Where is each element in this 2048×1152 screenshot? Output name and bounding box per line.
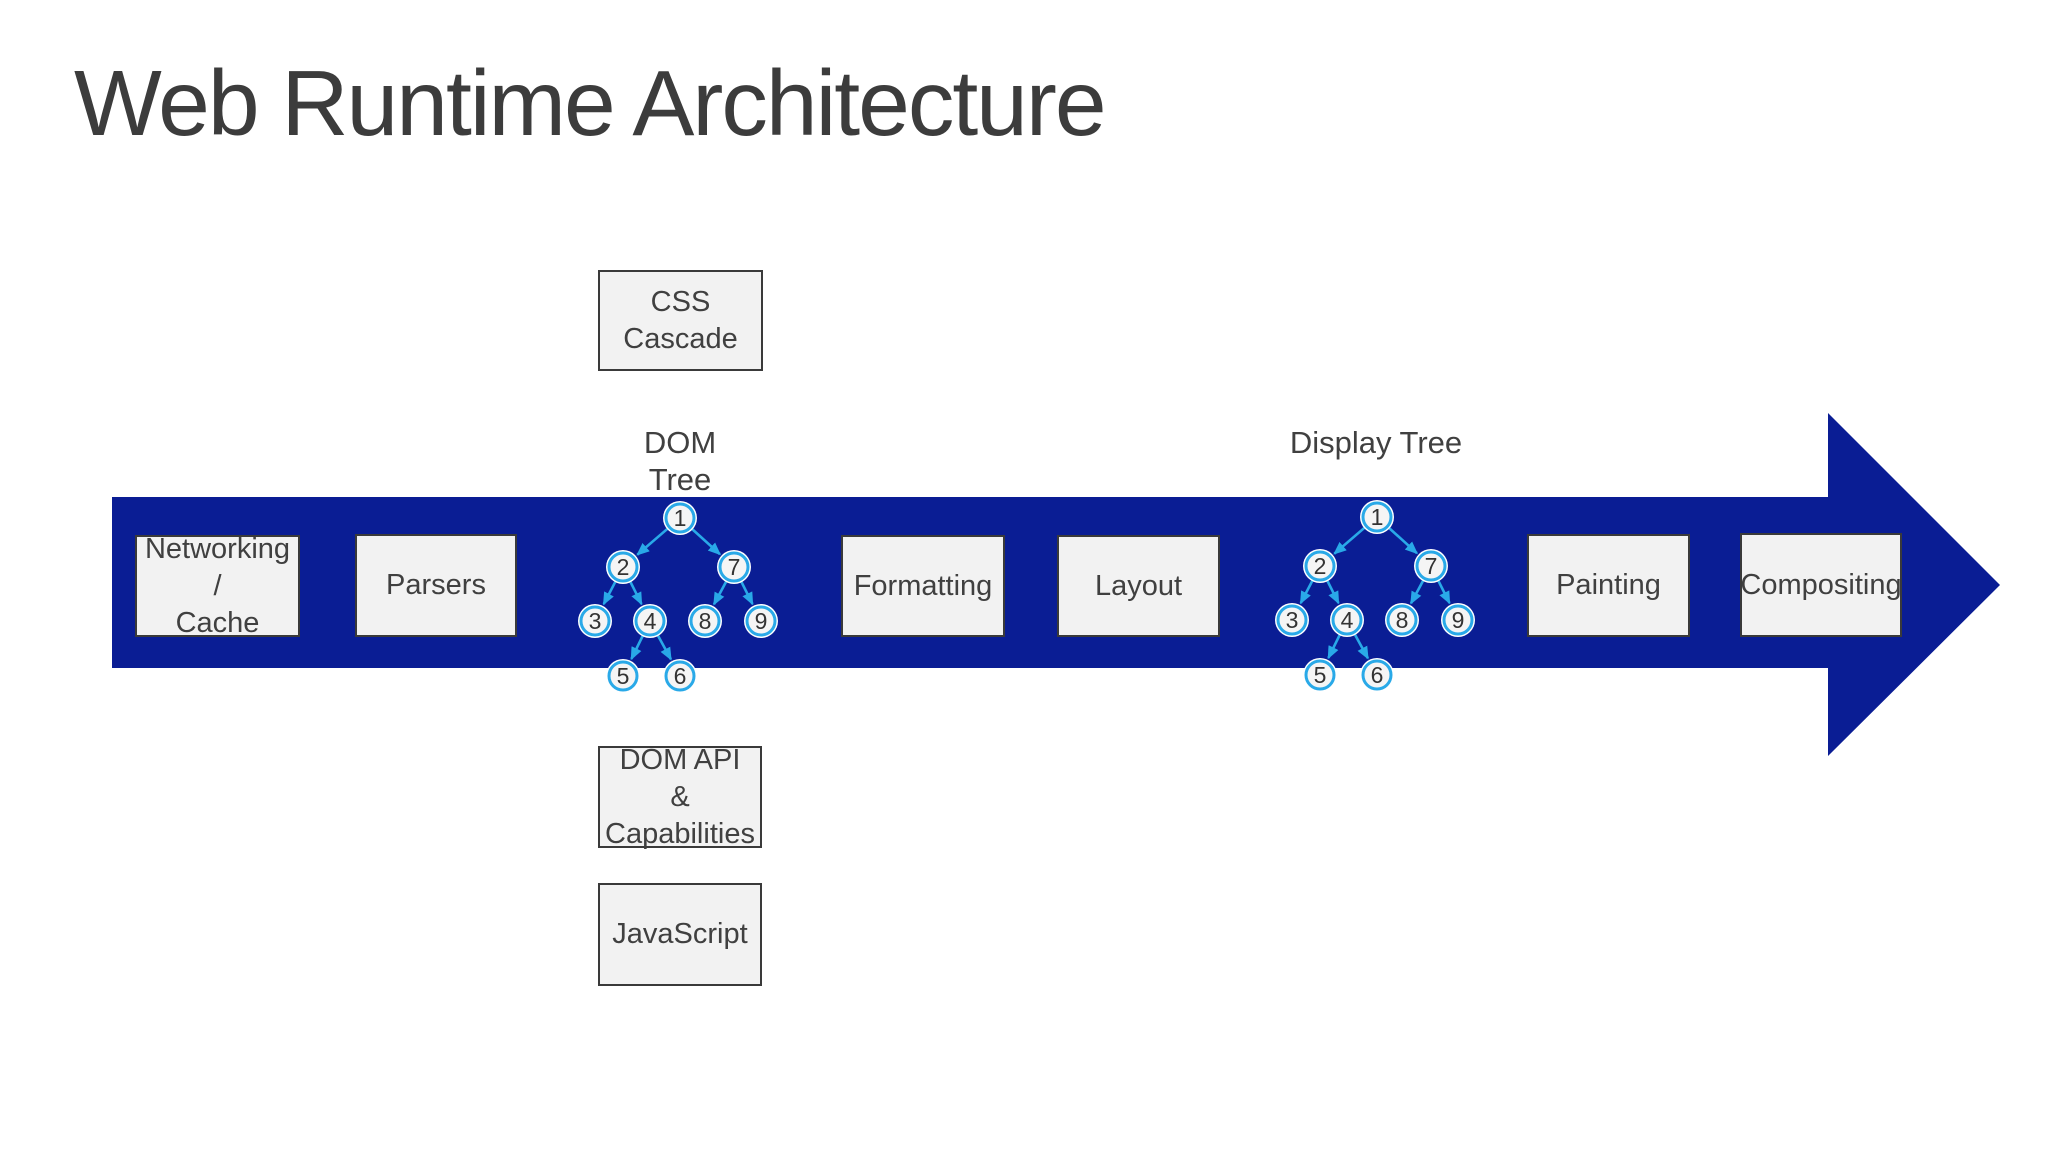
- display-tree-edge-2-3: [1299, 578, 1315, 605]
- display-tree-node-5: [1304, 659, 1336, 691]
- display-tree-node-3: [1276, 604, 1308, 636]
- display-tree-node-6: [1361, 659, 1393, 691]
- display-tree-node-number-2: 2: [1314, 553, 1327, 579]
- side-box-css-cascade: CSS Cascade: [598, 270, 763, 371]
- dom-tree-node-3: [579, 605, 611, 637]
- dom-tree-edge-7-8: [712, 579, 729, 606]
- display-tree-node-9: [1442, 604, 1474, 636]
- dom-tree-node-number-7: 7: [728, 554, 741, 580]
- dom-tree-node-5: [607, 660, 639, 692]
- display-tree-node-4: [1331, 604, 1363, 636]
- stage-box-compositing: Compositing: [1740, 533, 1902, 637]
- dom-tree-node-number-4: 4: [644, 608, 657, 634]
- dom-tree-node-1: [664, 502, 696, 534]
- display-tree-node-number-6: 6: [1371, 662, 1384, 688]
- stage-box-networking-cache: Networking / Cache: [135, 533, 300, 639]
- dom-tree-label: DOM Tree: [643, 425, 717, 497]
- dom-tree-node-number-8: 8: [699, 608, 712, 634]
- display-tree-node-number-9: 9: [1452, 607, 1465, 633]
- dom-tree-node-7: [718, 551, 750, 583]
- dom-tree-node-number-1: 1: [674, 505, 687, 531]
- dom-tree-edge-2-3: [602, 579, 618, 606]
- side-box-dom-api-capabilities: DOM API & Capabilities: [598, 744, 762, 850]
- display-tree-node-8: [1386, 604, 1418, 636]
- display-tree-node-7: [1415, 550, 1447, 582]
- display-tree-node-number-4: 4: [1341, 607, 1354, 633]
- display-tree-node-number-3: 3: [1286, 607, 1299, 633]
- page-title: Web Runtime Architecture: [74, 51, 1107, 155]
- display-tree-edge-1-2: [1333, 525, 1367, 555]
- process-arrow-shape: [112, 413, 2000, 756]
- dom-tree-edge-2-4: [628, 579, 643, 606]
- display-tree-node-2: [1304, 550, 1336, 582]
- side-box-javascript: JavaScript: [598, 883, 762, 986]
- dom-tree-node-number-2: 2: [617, 554, 630, 580]
- dom-tree-edge-4-6: [656, 633, 673, 661]
- dom-tree-node-number-5: 5: [617, 663, 630, 689]
- stage-box-formatting: Formatting: [841, 535, 1005, 637]
- display-tree-edge-4-5: [1327, 632, 1342, 660]
- dom-tree-node-4: [634, 605, 666, 637]
- display-tree-node-number-7: 7: [1425, 553, 1438, 579]
- dom-tree-edge-1-2: [636, 526, 670, 556]
- display-tree-edge-4-6: [1353, 632, 1370, 660]
- dom-tree-node-8: [689, 605, 721, 637]
- dom-tree-edge-7-9: [739, 579, 754, 606]
- display-tree-edge-1-7: [1387, 526, 1419, 555]
- display-tree-edge-2-4: [1325, 578, 1340, 605]
- dom-tree-node-number-6: 6: [674, 663, 687, 689]
- display-tree-node-number-1: 1: [1371, 504, 1384, 530]
- stage-box-painting: Painting: [1527, 534, 1690, 637]
- display-tree-edge-7-8: [1409, 578, 1426, 605]
- dom-tree-node-number-9: 9: [755, 608, 768, 634]
- display-tree-label: Display Tree: [1289, 425, 1463, 460]
- dom-tree-node-9: [745, 605, 777, 637]
- dom-tree-edge-4-5: [630, 633, 645, 661]
- display-tree-edge-7-9: [1436, 578, 1451, 605]
- dom-tree-node-number-3: 3: [589, 608, 602, 634]
- stage-box-layout: Layout: [1057, 535, 1220, 637]
- display-tree-node-number-5: 5: [1314, 662, 1327, 688]
- display-tree-node-number-8: 8: [1396, 607, 1409, 633]
- dom-tree-node-6: [664, 660, 696, 692]
- dom-tree-edge-1-7: [690, 527, 722, 556]
- stage-box-parsers: Parsers: [355, 534, 517, 637]
- dom-tree-node-2: [607, 551, 639, 583]
- display-tree-node-1: [1361, 501, 1393, 533]
